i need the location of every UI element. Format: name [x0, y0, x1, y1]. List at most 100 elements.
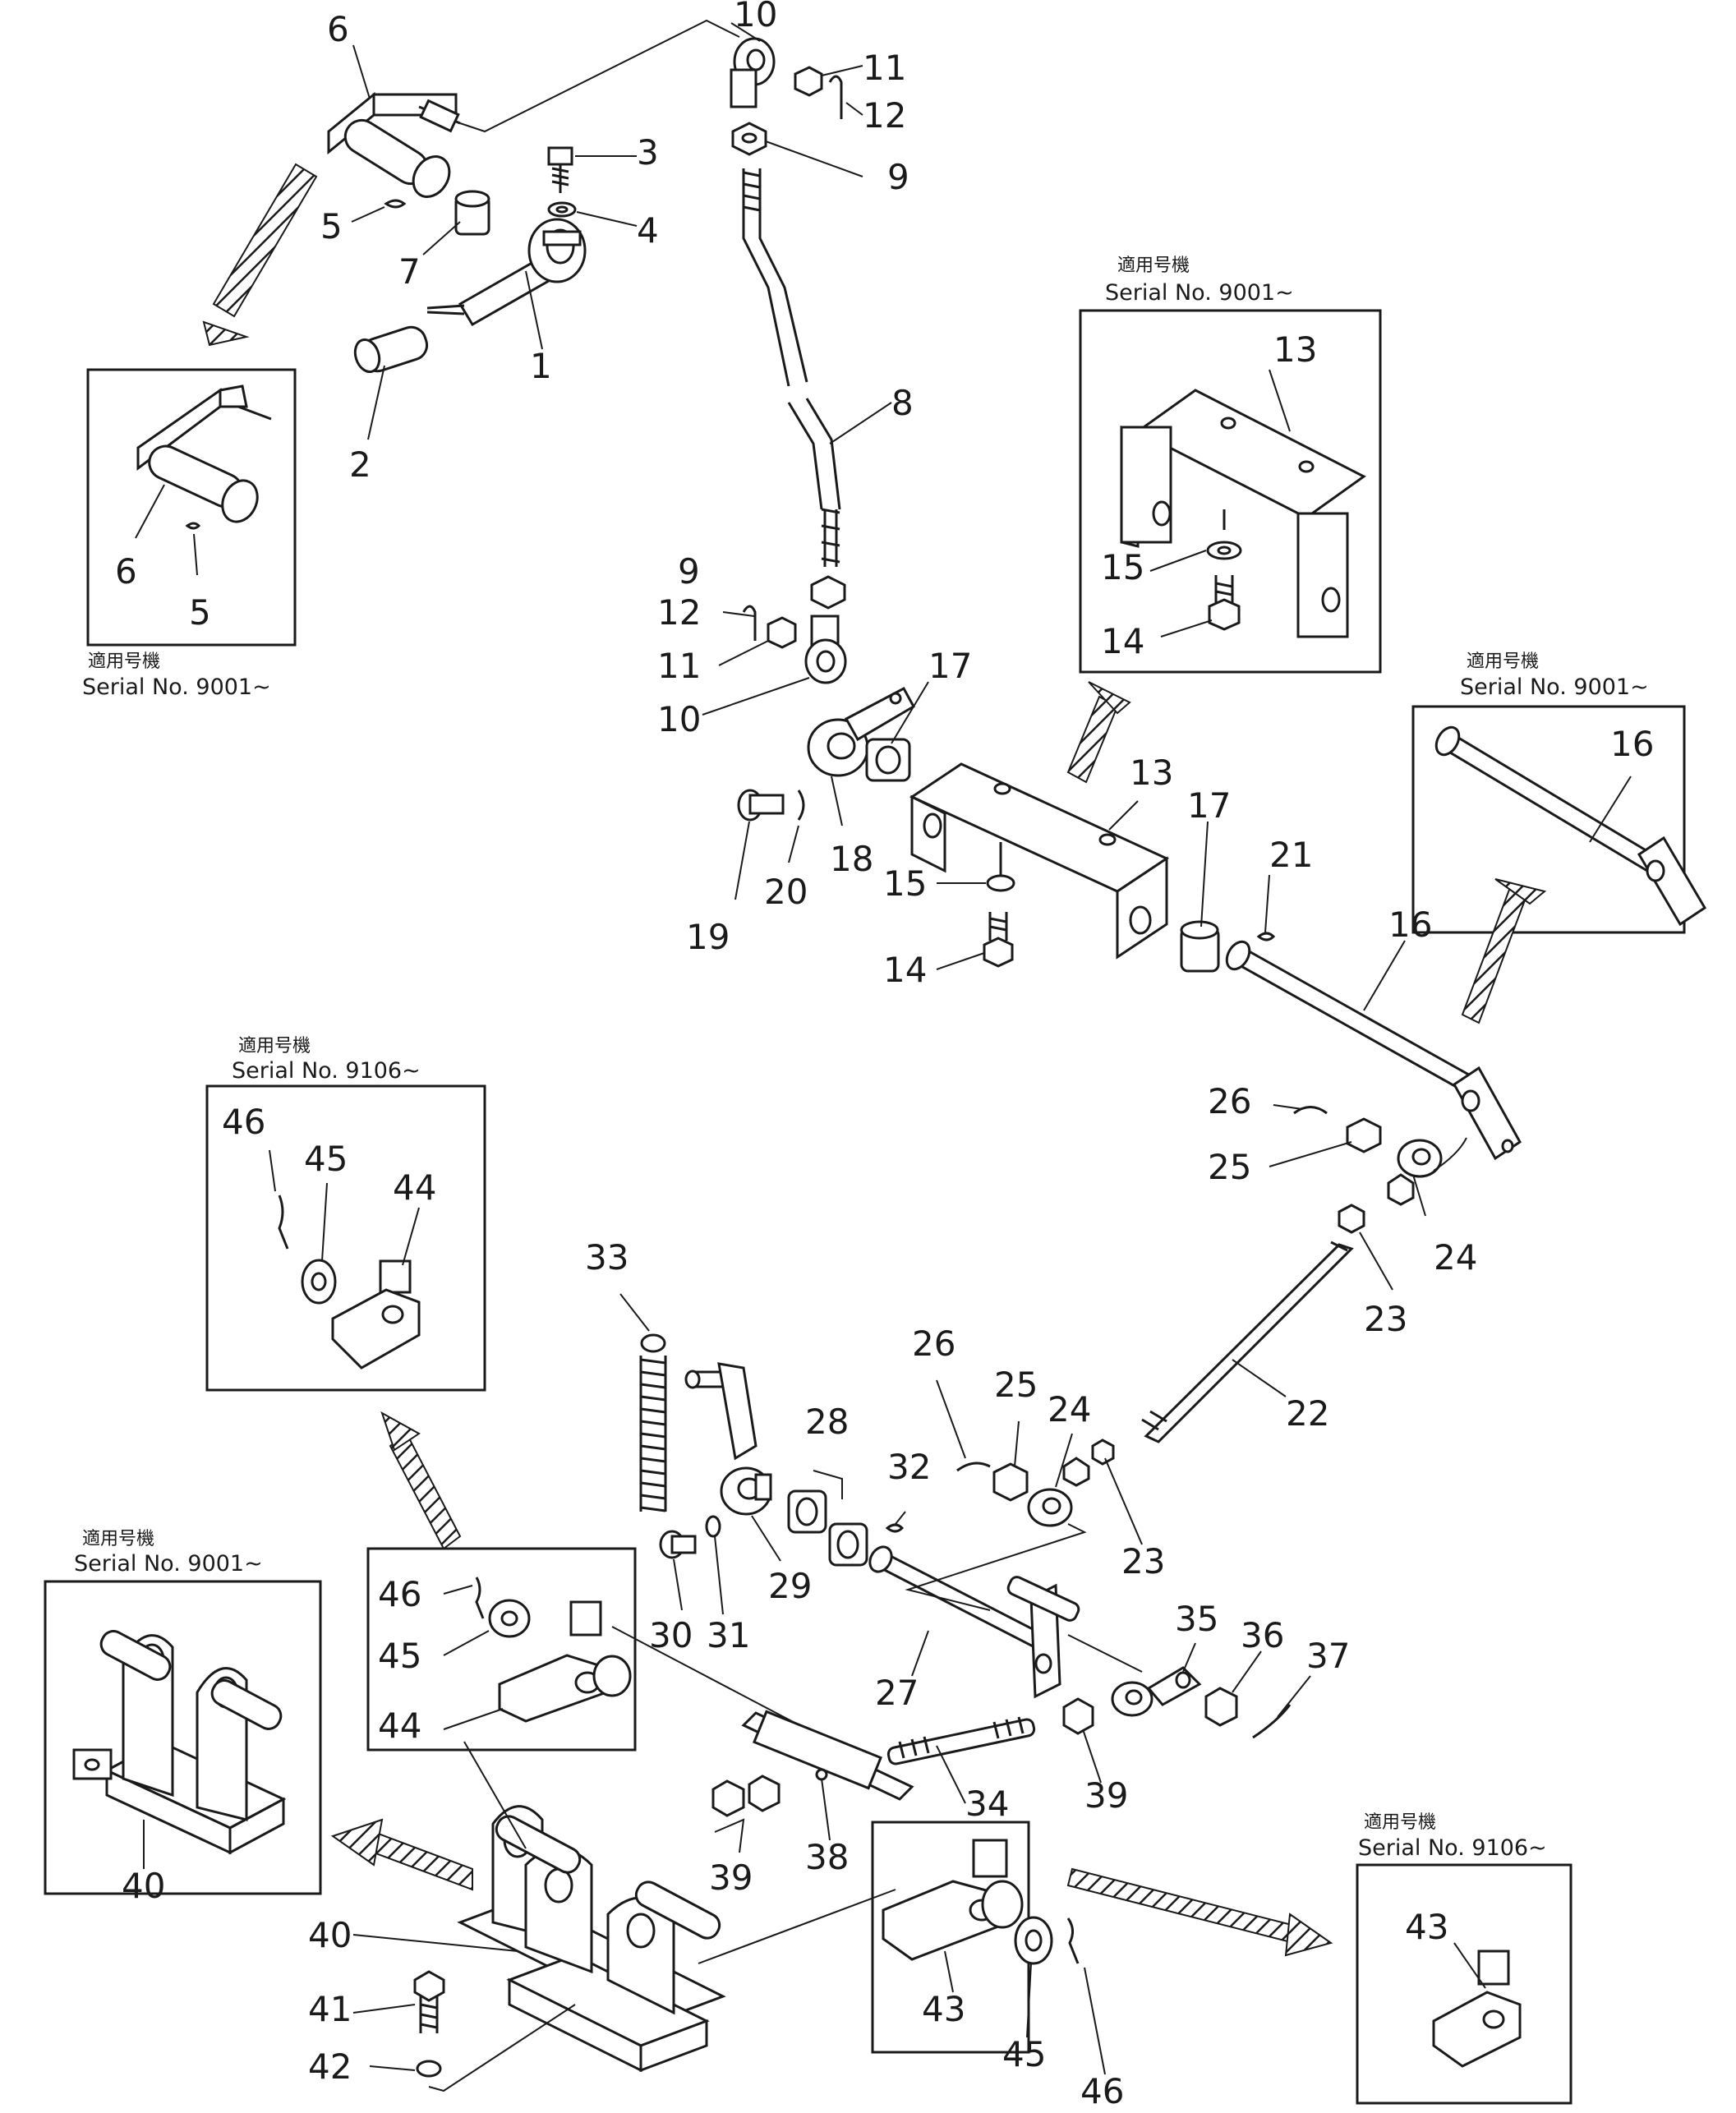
callout-34: 34 [965, 1784, 1009, 1824]
note-3-jp: 適用号機 [1467, 651, 1539, 672]
callout-12b: 12 [657, 592, 701, 633]
pointer-arrow-2 [1066, 681, 1131, 784]
rod-end-24b [1027, 1457, 1090, 1527]
callout-23a: 23 [1364, 1299, 1407, 1339]
nut-23b [1091, 1439, 1115, 1466]
callout-14b: 14 [883, 950, 927, 990]
nut-9a [731, 122, 767, 156]
callout-18: 18 [830, 839, 873, 879]
callout-45c: 45 [1002, 2034, 1046, 2074]
nut-25a [1346, 1117, 1382, 1153]
callout-38: 38 [805, 1837, 849, 1877]
note-6-serial: Serial No. 9106~ [1358, 1835, 1547, 1861]
cable-8 [742, 168, 841, 567]
lever-bracket-6 [327, 91, 461, 198]
rod-end-10a [730, 37, 776, 108]
callout-26a: 26 [1208, 1081, 1251, 1121]
callout-2: 2 [349, 444, 371, 485]
lever-29 [684, 1362, 772, 1516]
callout-6b: 6 [115, 551, 137, 592]
callout-27: 27 [875, 1673, 919, 1713]
callout-39b: 39 [709, 1858, 753, 1898]
pin-5a [384, 199, 407, 209]
nut-11a [794, 66, 823, 97]
inset5-washer-45 [488, 1599, 531, 1638]
inset1-pin-5 [185, 522, 201, 530]
inset5-lever-44 [498, 1600, 632, 1723]
callout-5b: 5 [189, 592, 211, 633]
callout-43b: 43 [1405, 1907, 1448, 1947]
callout-26b: 26 [912, 1324, 955, 1364]
callout-10a: 10 [734, 0, 777, 35]
callout-14a: 14 [1101, 621, 1144, 661]
nut-25b [992, 1462, 1029, 1502]
callout-24a: 24 [1434, 1237, 1477, 1277]
pointer-arrow-5 [330, 1818, 473, 1891]
cotter-37 [1252, 1704, 1292, 1739]
callout-45b: 45 [378, 1636, 421, 1676]
bolt-41 [413, 1970, 445, 2033]
note-5-jp: 適用号機 [82, 1529, 154, 1549]
inset2-bolt-14 [1208, 575, 1241, 631]
note-1-jp: 適用号機 [88, 651, 160, 672]
bushing-17a [865, 738, 911, 782]
washer-45c [1014, 1916, 1053, 1965]
nut-11b [767, 616, 797, 649]
inset4-arm-44 [331, 1259, 421, 1370]
callout-33: 33 [585, 1237, 629, 1277]
callout-25b: 25 [994, 1365, 1038, 1405]
bolt-19 [737, 789, 785, 822]
note-5-serial: Serial No. 9001~ [74, 1551, 263, 1577]
rod-22 [1141, 1241, 1354, 1443]
inset-box-2 [1079, 309, 1382, 674]
callout-32: 32 [887, 1447, 931, 1487]
clamp-lever-18 [807, 686, 916, 777]
cotter-26b [956, 1462, 991, 1472]
shaft-27 [868, 1545, 1080, 1699]
inset4-washer-45 [301, 1259, 337, 1305]
callout-46a: 46 [222, 1102, 265, 1142]
callout-40a: 40 [122, 1866, 165, 1906]
inset5-cotter-46 [475, 1577, 485, 1619]
note-4-jp: 適用号機 [238, 1036, 311, 1056]
pointer-arrow-3 [1461, 878, 1547, 1024]
callout-4: 4 [637, 210, 659, 251]
callout-43a: 43 [922, 1989, 965, 2029]
callout-11b: 11 [657, 646, 701, 686]
washer-31 [705, 1515, 721, 1538]
rod-end-35 [1111, 1666, 1202, 1717]
bushing-28 [787, 1470, 868, 1567]
note-3-serial: Serial No. 9001~ [1460, 674, 1649, 700]
pin-32 [885, 1523, 905, 1533]
note-2-jp: 適用号機 [1117, 255, 1190, 276]
washer-42 [416, 2060, 442, 2078]
callout-13a: 13 [1273, 329, 1317, 370]
callout-20: 20 [764, 872, 808, 912]
inset2-washer-15 [1206, 541, 1242, 560]
callout-13b: 13 [1130, 753, 1173, 793]
bracket-13 [909, 762, 1170, 960]
washer-4 [547, 201, 577, 218]
inset-box-6 [44, 1580, 322, 1895]
inset3-shaft-16 [1434, 725, 1707, 927]
shaft-16 [1225, 940, 1522, 1161]
callout-31: 31 [707, 1615, 750, 1655]
callout-17a: 17 [928, 646, 972, 686]
pointer-arrow-1 [202, 163, 318, 347]
nut-36 [1204, 1687, 1238, 1727]
note-6-jp: 適用号機 [1364, 1812, 1436, 1833]
cotter-26a [1293, 1106, 1328, 1115]
callout-36: 36 [1241, 1615, 1284, 1655]
callout-7: 7 [398, 251, 421, 292]
callout-42: 42 [308, 2046, 352, 2087]
callout-15a: 15 [1101, 547, 1144, 587]
nut-23a [1338, 1204, 1365, 1234]
callout-39a: 39 [1084, 1775, 1128, 1816]
callout-17b: 17 [1187, 785, 1231, 826]
bolt-14b [983, 912, 1014, 968]
callout-40b: 40 [308, 1915, 352, 1955]
callout-8: 8 [891, 383, 914, 423]
callout-19: 19 [686, 917, 730, 957]
callout-46c: 46 [1080, 2071, 1124, 2111]
